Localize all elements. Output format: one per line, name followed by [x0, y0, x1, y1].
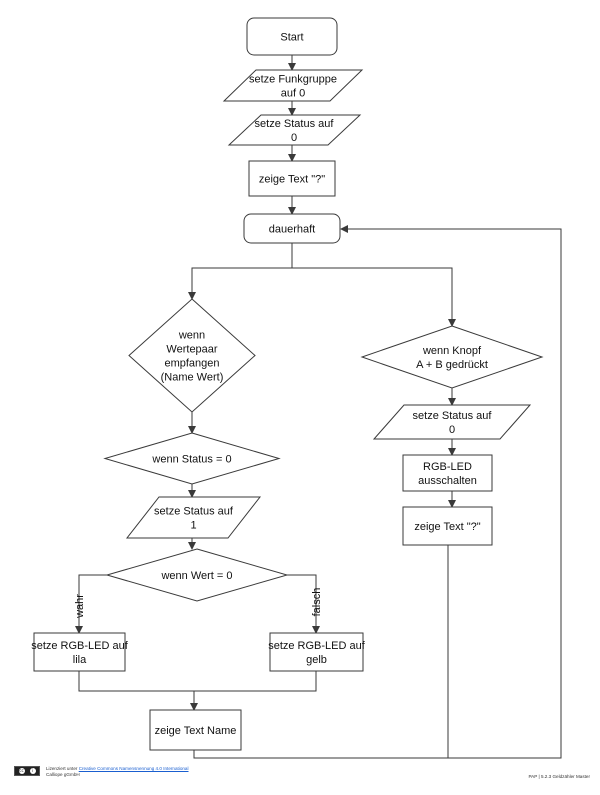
set-radio-group-node: setze Funkgruppe auf 0 [222, 69, 364, 102]
node-label-line: setze RGB-LED auf [31, 640, 129, 652]
svg-text:Start: Start [280, 32, 303, 44]
branch-label-false: falsch [311, 588, 323, 617]
node-label-line: wenn Status = 0 [151, 454, 231, 466]
node-label-line: A + B gedrückt [416, 359, 488, 371]
node-label-line: wenn [178, 330, 205, 342]
license-link[interactable]: Creative Commons Namensnennung 4.0 Inter… [78, 766, 189, 771]
set-status-1-node: setze Status auf 1 [125, 496, 262, 539]
node-label-line: ausschalten [418, 475, 477, 487]
edge-forever-received [188, 243, 293, 300]
edge-loop-back [193, 225, 562, 759]
license-prefix: Lizenziert unter [46, 766, 78, 771]
node-label-line: 0 [291, 132, 297, 144]
node-label-line: wenn Knopf [422, 345, 482, 357]
svg-text:zeige Text "?": zeige Text "?" [414, 521, 480, 533]
forever-node: dauerhaft [243, 213, 341, 244]
branch-label-true: wahr [74, 594, 86, 619]
led-off-node: RGB-LED ausschalten [402, 454, 493, 492]
node-label-line: gelb [306, 654, 327, 666]
node-label-line: zeige Text "?" [259, 174, 325, 186]
show-name-node: zeige Text Name [149, 709, 242, 751]
svg-text:dauerhaft: dauerhaft [269, 224, 315, 236]
node-label-line: 1 [190, 520, 196, 532]
edge-value-false [287, 574, 320, 634]
page-reference: PAP | 5.2.3 Geldzähler Master [528, 774, 590, 779]
set-status-0-node: setze Status auf 0 [227, 114, 362, 146]
node-label-line: zeige Text "?" [414, 521, 480, 533]
node-label-line: Wertepaar [166, 344, 217, 356]
if-value-node: wenn Wert = 0 [105, 548, 289, 602]
svg-text:zeige Text Name: zeige Text Name [155, 725, 237, 737]
node-label-line: setze Funkgruppe [249, 74, 337, 86]
set-status-0b-node: setze Status auf 0 [372, 404, 532, 440]
node-label-line: (Name Wert) [161, 372, 224, 384]
connectors [75, 55, 562, 759]
edge-value-true [75, 574, 107, 634]
show-text-node-1: zeige Text "?" [248, 160, 336, 197]
led-purple-node: setze RGB-LED auf lila [31, 632, 129, 672]
show-text-node-2: zeige Text "?" [402, 506, 493, 546]
node-label-line: empfangen [164, 358, 219, 370]
svg-text:zeige Text "?": zeige Text "?" [259, 174, 325, 186]
node-label-line: wenn Wert = 0 [160, 570, 232, 582]
license-text: Lizenziert unter Creative Commons Namens… [46, 766, 189, 778]
node-label-line: dauerhaft [269, 224, 315, 236]
svg-text:wenn Wert = 0: wenn Wert = 0 [160, 570, 232, 582]
node-label-line: auf 0 [281, 88, 305, 100]
node-label-line: setze Status auf [413, 410, 493, 422]
edge-merge [78, 671, 317, 692]
if-status-node: wenn Status = 0 [103, 432, 281, 485]
node-label-line: lila [73, 654, 87, 666]
node-label-line: Start [280, 32, 303, 44]
node-label-line: 0 [449, 424, 455, 436]
node-label-line: setze RGB-LED auf [268, 640, 366, 652]
node-label-line: setze Status auf [255, 118, 335, 130]
start-node: Start [246, 17, 338, 56]
node-label-line: setze Status auf [154, 506, 234, 518]
svg-text:wenn Status = 0: wenn Status = 0 [151, 454, 231, 466]
copyright-text: Calliope gGmbH [46, 772, 80, 777]
edge-forever-button [292, 267, 456, 327]
node-label-line: RGB-LED [423, 461, 472, 473]
node-label-line: zeige Text Name [155, 725, 237, 737]
led-yellow-node: setze RGB-LED auf gelb [268, 632, 366, 672]
on-button-node: wenn Knopf A + B gedrückt [360, 325, 544, 389]
